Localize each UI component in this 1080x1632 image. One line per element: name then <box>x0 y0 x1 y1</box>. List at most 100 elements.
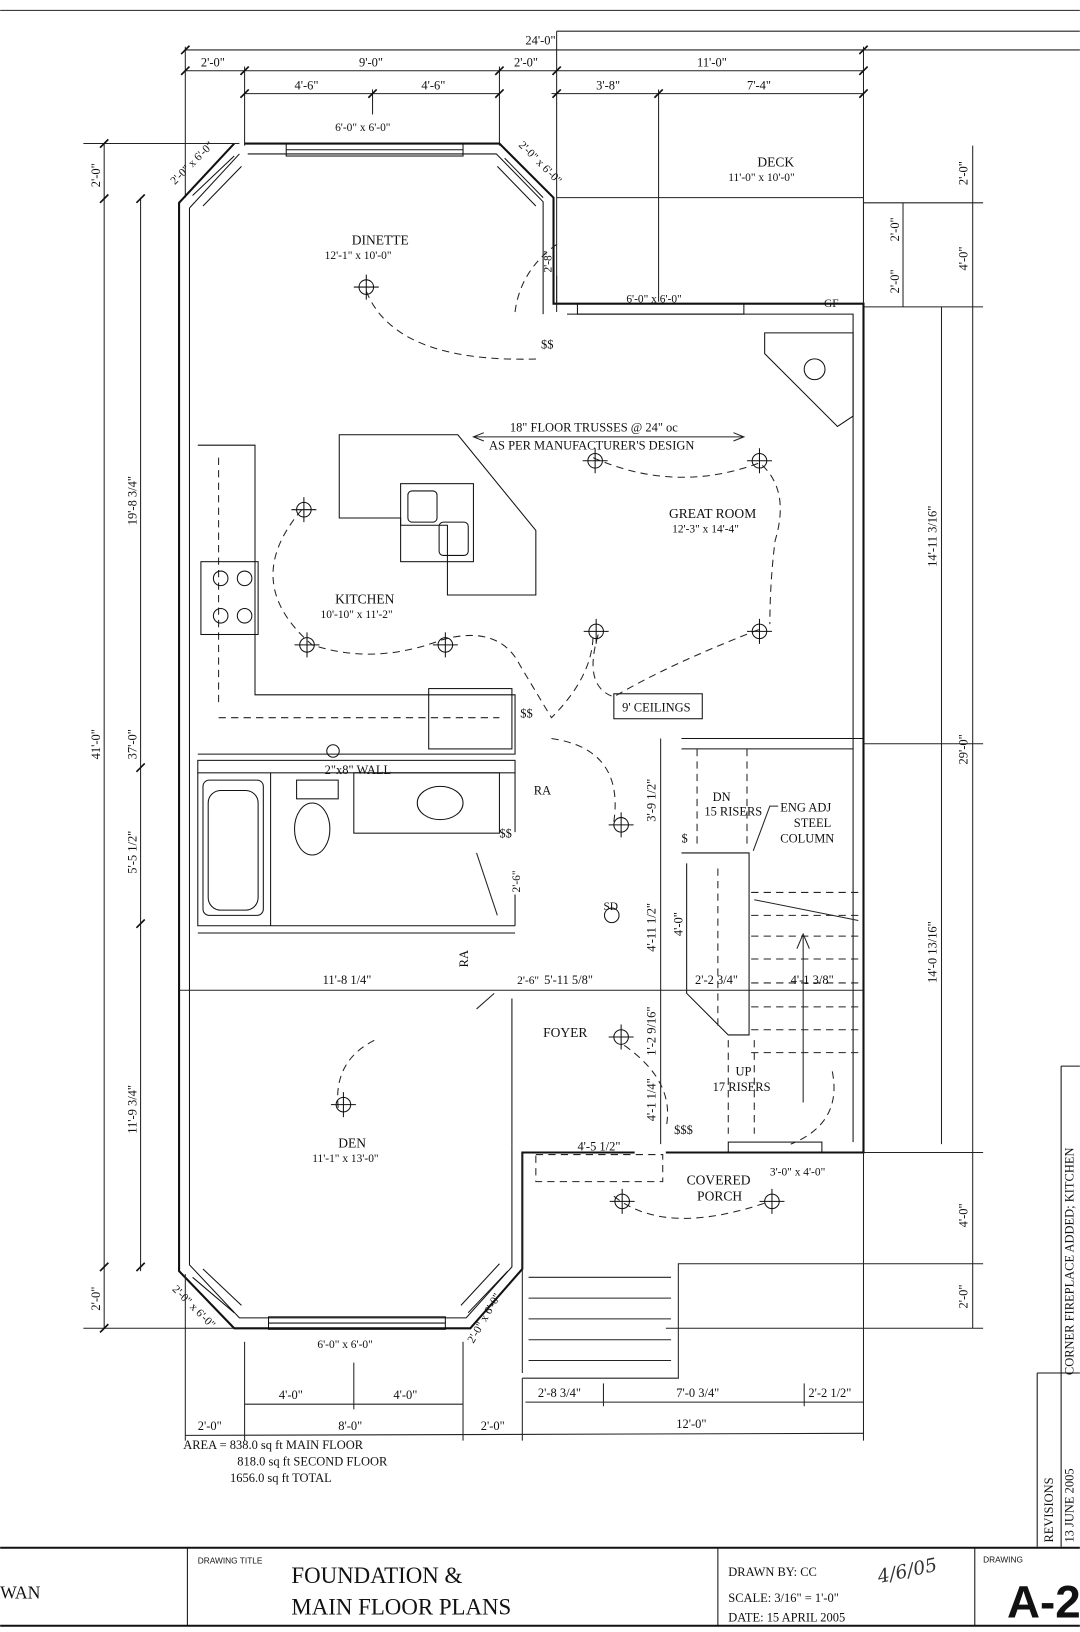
dim-top-c: 2'-0" <box>514 56 538 70</box>
revision-date: 13 JUNE 2005 <box>1063 1468 1077 1542</box>
light-fixture-icon <box>294 632 320 658</box>
note-ceilings: 9' CEILINGS <box>622 700 690 714</box>
top-dimensions: 24'-0" 2'-0" 9'-0" 2'-0" 11'-0" 4'-6" 4'… <box>180 30 1080 313</box>
dim-top-a: 2'-0" <box>201 56 225 70</box>
title-block: WAN DRAWING TITLE FOUNDATION & MAIN FLOO… <box>0 1546 1080 1627</box>
dim-top-g: 3'-8" <box>596 78 620 92</box>
dim-left-b: 19'-8 3/4" <box>125 476 139 525</box>
light-fixture-icon <box>746 448 772 474</box>
stove-icon <box>200 561 259 636</box>
dim-stair-g: 4'-1 1/4" <box>644 1078 658 1121</box>
dim-bot-e: 2'-0" <box>481 1419 505 1433</box>
light-fixture-icon <box>583 618 609 644</box>
note-return-air-den: RA <box>457 950 471 967</box>
interior-walls <box>197 332 864 1145</box>
dim-bot-a: 4'-0" <box>279 1388 303 1402</box>
note-trusses-2: AS PER MANUFACTURER'S DESIGN <box>489 438 694 452</box>
dim-bot-f: 2'-8 3/4" <box>538 1386 581 1400</box>
room-great-room-name: GREAT ROOM <box>669 506 756 521</box>
bathtub-icon <box>202 779 264 916</box>
room-porch-line2: PORCH <box>697 1188 742 1203</box>
dim-bot-h: 2'-2 1/2" <box>808 1386 851 1400</box>
dim-left-e: 2'-0" <box>89 1287 103 1311</box>
room-deck-size: 11'-0" x 10'-0" <box>728 172 794 184</box>
light-fixture-icon <box>432 632 458 658</box>
window-den-right: 2'-0" x 6'-0" <box>466 1291 504 1345</box>
window-den-left: 2'-0" x 6'-0" <box>170 1283 218 1331</box>
dim-stair-d: 2'-2 3/4" <box>695 973 738 987</box>
note-dn-risers: 15 RISERS <box>704 804 762 818</box>
room-porch-line1: COVERED <box>687 1173 751 1188</box>
dim-top-h: 7'-4" <box>747 78 771 92</box>
drawing-title-line2: MAIN FLOOR PLANS <box>291 1594 511 1619</box>
area-second: 818.0 sq ft SECOND FLOOR <box>237 1455 388 1469</box>
fireplace-icon <box>764 332 854 428</box>
dim-right-inner-a: 2'-0" <box>888 217 902 241</box>
dim-bot-d: 8'-0" <box>338 1419 362 1433</box>
drawing-number: A-2 <box>1007 1576 1080 1627</box>
drawing-number-label: DRAWING <box>983 1554 1023 1564</box>
drawing-title-line1: FOUNDATION & <box>291 1563 462 1588</box>
svg-text:$$$: $$$ <box>674 1123 693 1137</box>
dim-left-a: 2'-0" <box>89 163 103 187</box>
dim-right-29: 29'-0" <box>957 734 971 764</box>
dim-stair-e: 4'-1 3/8" <box>791 973 834 987</box>
note-wall: 2"x8" WALL <box>325 763 391 777</box>
light-fixture-icon <box>608 1024 634 1050</box>
left-dimensions: 2'-0" 41'-0" 19'-8 3/4" 37'-0" 5'-5 1/2"… <box>83 138 240 1334</box>
switch-icon: $$ <box>541 337 553 351</box>
note-trusses-1: 18" FLOOR TRUSSES @ 24" oc <box>510 421 678 435</box>
note-up: UP <box>736 1065 752 1079</box>
drawing-title-label: DRAWING TITLE <box>198 1555 263 1565</box>
note-dn: DN <box>713 790 731 804</box>
dim-porch-a: 4'-5 1/2" <box>577 1139 620 1153</box>
vanity-sink-icon <box>416 785 464 821</box>
dim-right-a: 2'-0" <box>957 161 971 185</box>
note-return-air: RA <box>534 784 551 798</box>
drawing-date: DATE: 15 APRIL 2005 <box>728 1611 845 1625</box>
light-fixture-icon <box>330 1092 356 1118</box>
room-great-room-size: 12'-3" x 14'-4" <box>672 524 739 536</box>
dim-bot-i: 12'-0" <box>676 1417 706 1431</box>
dim-right-inner-b: 2'-0" <box>888 269 902 293</box>
dim-top-f: 4'-6" <box>421 78 445 92</box>
smoke-detector-icon <box>603 907 620 924</box>
window-den-bottom: 6'-0" x 6'-0" <box>317 1339 372 1351</box>
light-fixture-icon <box>608 812 634 838</box>
dim-left-d: 11'-9 3/4" <box>125 1085 139 1134</box>
light-fixture-icon <box>353 274 379 300</box>
room-labels: DECK 11'-0" x 10'-0" DINETTE 12'-1" x 10… <box>312 154 794 1203</box>
light-fixture-icon <box>291 497 317 523</box>
light-fixture-icon <box>609 1188 635 1214</box>
room-dinette-size: 12'-1" x 10'-0" <box>325 250 392 262</box>
revision-description: CORNER FIREPLACE ADDED; KITCHEN <box>1063 1148 1077 1376</box>
drawing-scale: SCALE: 3/16" = 1'-0" <box>728 1591 839 1605</box>
dim-left-c: 5'-5 1/2" <box>125 831 139 874</box>
light-fixture-icon <box>746 618 772 644</box>
svg-text:$: $ <box>681 832 687 846</box>
client-name-fragment: WAN <box>0 1583 40 1603</box>
room-den-name: DEN <box>338 1135 366 1150</box>
right-dimensions: 2'-0" 4'-0" 2'-0" 2'-0" 14'-11 3/16" 29'… <box>665 145 984 1329</box>
note-column-3: COLUMN <box>780 832 834 846</box>
note-up-risers: 17 RISERS <box>713 1080 771 1094</box>
dim-stair-a: 3'-9 1/2" <box>644 779 658 822</box>
dim-stair-b: 4'-11 1/2" <box>644 903 658 952</box>
window-labels: 2'-0" x 6'-0" 2'-0" x 6'-0" 2'-8" 6'-0" … <box>169 139 826 1351</box>
handwritten-date: 4/6/05 <box>875 1555 939 1588</box>
window-deck: 6'-0" x 6'-0" <box>626 294 681 306</box>
bottom-dimensions: 4'-0" 4'-0" 2'-0" 8'-0" 2'-0" 2'-8 3/4" … <box>184 1263 865 1441</box>
dim-stair-f: 1'-2 9/16" <box>644 1007 658 1056</box>
dim-mid-b: 2'-6" <box>517 975 539 987</box>
interior-dimensions: 11'-8 1/4" 2'-6" 5'-11 5/8" 2'-6" 3'-9 1… <box>179 738 864 1153</box>
dim-mid-a: 11'-8 1/4" <box>323 973 372 987</box>
dim-bot-b: 4'-0" <box>393 1388 417 1402</box>
light-fixture-icon <box>759 1188 785 1214</box>
door-dinette: 2'-8" <box>542 251 554 273</box>
room-foyer-name: FOYER <box>543 1025 587 1040</box>
area-main: AREA = 838.0 sq ft MAIN FLOOR <box>183 1438 364 1452</box>
area-summary: AREA = 838.0 sq ft MAIN FLOOR 818.0 sq f… <box>183 1438 388 1485</box>
dim-right-e: 14'-11 3/16" <box>925 506 939 567</box>
toilet-icon <box>294 802 331 856</box>
